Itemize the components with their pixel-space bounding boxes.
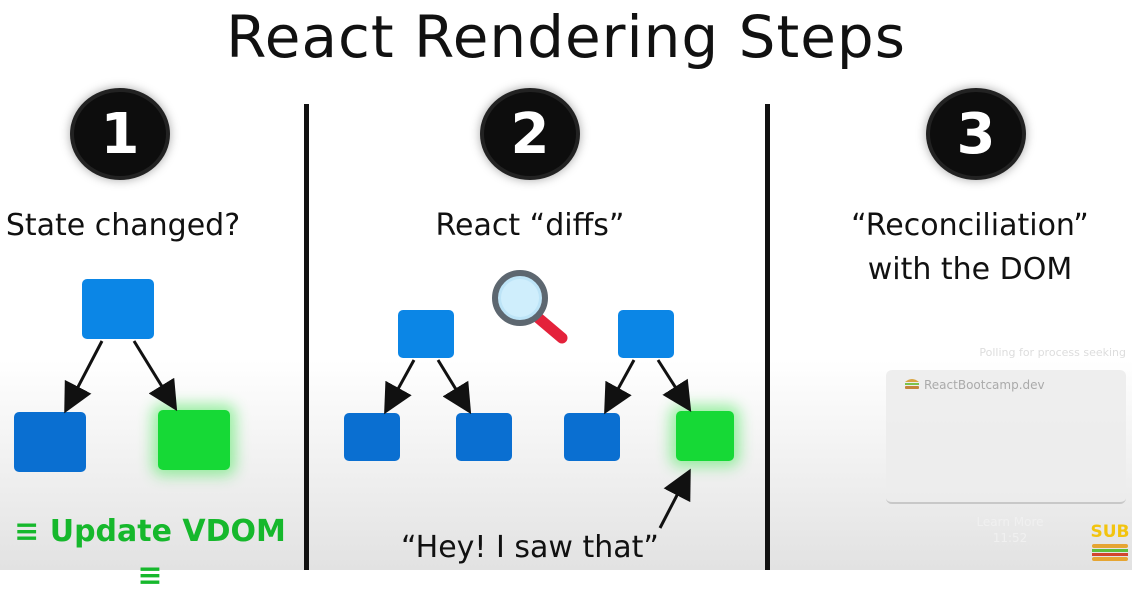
tree-edges: [64, 340, 692, 529]
sandwich-logo-icon: [905, 379, 919, 389]
sandwich-icon: [1092, 544, 1128, 561]
step-2-tree-b-root: [618, 310, 674, 358]
step-3-heading-line-1: “Reconciliation”: [851, 208, 1089, 243]
video-time: 11:52: [992, 531, 1028, 545]
step-2-tree-a-left-child: [344, 413, 400, 461]
step-1-right-child-node-changed: [158, 410, 230, 470]
step-2-heading: React “diffs”: [435, 208, 625, 243]
left-emphasis-mark: ≡: [14, 514, 50, 549]
step-1-badge: 1: [74, 92, 166, 176]
magnifying-glass-icon: [492, 270, 568, 344]
subscribe-badge-label: SUB: [1090, 522, 1130, 542]
learn-more-link[interactable]: Learn More 11:52: [960, 514, 1060, 546]
step-1-heading: State changed?: [5, 208, 241, 243]
step-2-edge-b-left: [604, 359, 636, 415]
step-1-root-node: [82, 279, 154, 339]
step-1-left-child-node: [14, 412, 86, 472]
subscribe-badge[interactable]: SUB: [1090, 522, 1130, 568]
page-title: React Rendering Steps: [226, 3, 906, 71]
step-3-heading-line-2: with the DOM: [867, 252, 1073, 287]
step-2-badge: 2: [484, 92, 576, 176]
step-3-badge: 3: [930, 92, 1022, 176]
step-2-tree-b-left-child: [564, 413, 620, 461]
step-2-tree-a-root: [398, 310, 454, 358]
step-1-edge-left: [64, 340, 104, 414]
step-2-edge-a-right: [436, 359, 472, 415]
update-vdom-text: Update VDOM: [49, 514, 286, 549]
divider-right: [765, 104, 770, 570]
hey-i-saw-that-caption: “Hey! I saw that”: [401, 530, 659, 565]
learn-more-label: Learn More: [976, 515, 1044, 529]
step-2-edge-b-right: [656, 359, 692, 413]
step-2-edge-a-left: [384, 359, 416, 415]
update-vdom-caption: ≡ Update VDOM ≡: [0, 510, 300, 598]
hey-pointer-arrow: [658, 468, 691, 529]
step-2-tree-a-right-child: [456, 413, 512, 461]
step-2-tree-b-right-child-changed: [676, 411, 734, 461]
overlay-card[interactable]: Polling for process seeking ReactBootcam…: [886, 346, 1126, 504]
step-1-edge-right: [132, 340, 178, 412]
overlay-card-brand: ReactBootcamp.dev: [924, 378, 1045, 392]
step-3-heading: “Reconciliation” with the DOM: [820, 204, 1120, 292]
overlay-card-caption: Polling for process seeking: [979, 346, 1126, 359]
divider-left: [304, 104, 309, 570]
